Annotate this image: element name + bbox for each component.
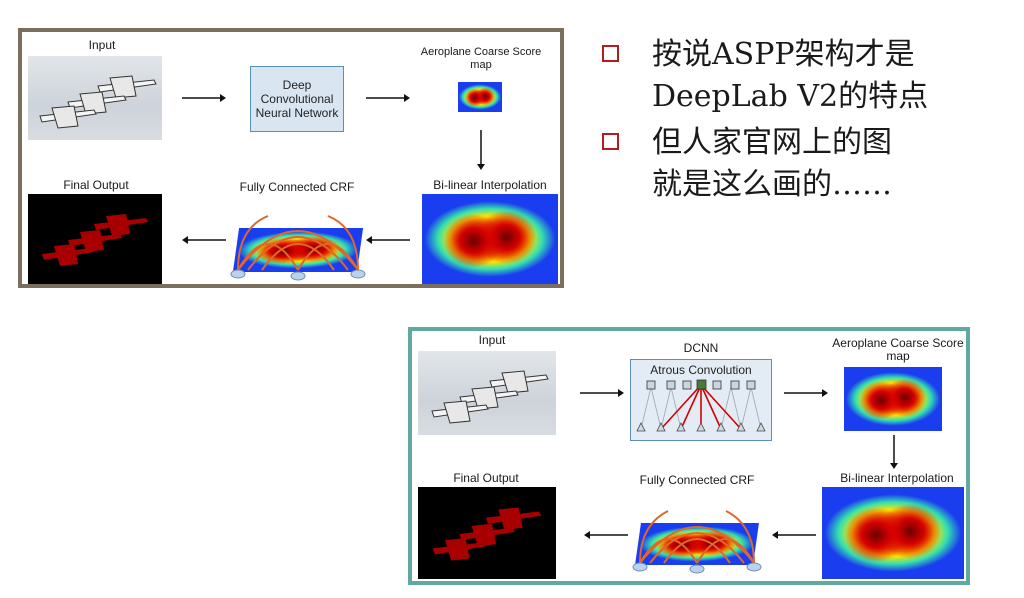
interpolated-heatmap: [422, 194, 558, 284]
input-label: Input: [88, 38, 116, 52]
final-output-mask: [418, 487, 556, 579]
dcnn-label: DCNN: [683, 341, 719, 355]
crf-graph-icon: [632, 510, 762, 574]
interpolation-label: Bi-linear Interpolation: [840, 471, 954, 485]
deeplab-v1-diagram: Input Deep Convolutional Neural Network …: [18, 28, 564, 288]
coarse-score-map-label: Aeroplane Coarse Score map: [832, 336, 964, 363]
final-output-mask: [28, 194, 162, 284]
arrow-down-icon: [890, 435, 898, 469]
interpolation-label: Bi-linear Interpolation: [433, 178, 547, 192]
bullet-square-icon: [602, 45, 619, 62]
arrow-left-icon: [584, 531, 628, 539]
arrow-left-icon: [182, 236, 226, 244]
arrow-left-icon: [772, 531, 816, 539]
airplane-mask-icon: [432, 507, 542, 561]
airplane-icon: [39, 75, 157, 129]
dcnn-box: Deep Convolutional Neural Network: [250, 66, 344, 132]
final-output-label: Final Output: [453, 471, 519, 485]
interpolated-heatmap: [822, 487, 964, 579]
coarse-score-map-heatmap: [458, 82, 502, 112]
deeplab-v2-diagram: Input DCNN Atrous Convolution: [408, 327, 970, 585]
crf-label: Fully Connected CRF: [239, 180, 355, 194]
bullet-square-icon: [602, 133, 619, 150]
bullet-item: 但人家官网上的图 就是这么画的……: [596, 122, 1006, 206]
crf-graph-icon: [230, 215, 366, 281]
arrow-left-icon: [366, 236, 410, 244]
airplane-mask-icon: [42, 214, 148, 266]
bullet-list: 按说ASPP架构才是 DeepLab V2的特点 但人家官网上的图 就是这么画的…: [596, 34, 1006, 210]
atrous-convolution-box: Atrous Convolution: [630, 359, 772, 441]
airplane-icon: [431, 370, 549, 424]
final-output-label: Final Output: [63, 178, 129, 192]
input-airplanes-photo: [28, 56, 162, 140]
bullet-item: 按说ASPP架构才是 DeepLab V2的特点: [596, 34, 1006, 118]
arrow-right-icon: [784, 389, 828, 397]
coarse-score-map-heatmap: [844, 367, 942, 431]
atrous-convolution-label: Atrous Convolution: [650, 363, 752, 377]
arrow-down-icon: [477, 130, 485, 170]
crf-label: Fully Connected CRF: [639, 473, 755, 487]
coarse-score-map-label: Aeroplane Coarse Score map: [420, 46, 542, 71]
arrow-right-icon: [580, 389, 624, 397]
input-label: Input: [478, 333, 506, 347]
arrow-right-icon: [182, 94, 226, 102]
arrow-right-icon: [366, 94, 410, 102]
input-airplanes-photo: [418, 351, 556, 435]
atrous-kernel-icon: [636, 379, 766, 432]
